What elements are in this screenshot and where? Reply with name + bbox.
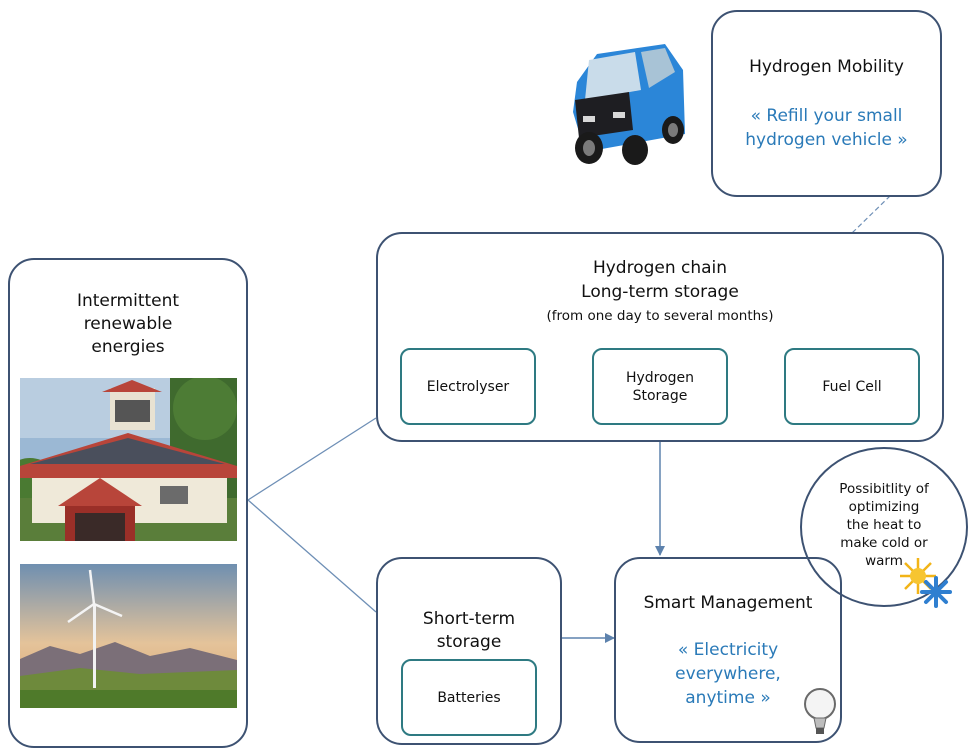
mobility-box — [711, 10, 942, 197]
link-renewables-to-short-term — [247, 499, 377, 613]
heat-optimization-text: Possibitlity of optimizing the heat to m… — [839, 481, 929, 569]
wind-turbine-image — [20, 564, 237, 708]
smart-management-tagline: « Electricity everywhere, anytime » — [675, 640, 781, 708]
sun-snowflake-icon — [898, 556, 954, 608]
hydrogen-storage-box: Hydrogen Storage — [592, 348, 728, 425]
solar-house-image — [20, 378, 237, 541]
smart-management-box — [614, 557, 842, 743]
smart-management-title: Smart Management — [643, 593, 813, 613]
batteries-box: Batteries — [401, 659, 537, 736]
mobility-title: Hydrogen Mobility — [749, 57, 904, 77]
renewables-title: Intermittent renewable energies — [76, 291, 180, 357]
mobility-tagline: « Refill your small hydrogen vehicle » — [745, 106, 908, 150]
electrolyser-box: Electrolyser — [400, 348, 536, 425]
link-renewables-to-hydrogen — [247, 417, 377, 501]
light-bulb-icon — [798, 684, 844, 740]
hydrogen-chain-title: Hydrogen chain — [592, 258, 728, 278]
hydrogen-chain-subtitle: Long-term storage — [581, 282, 739, 302]
fuel-cell-box: Fuel Cell — [784, 348, 920, 425]
heat-optimization-circle — [800, 447, 968, 607]
short-term-title: Short-term storage — [422, 609, 516, 652]
hydrogen-vehicle-image — [557, 30, 699, 168]
hydrogen-chain-note: (from one day to several months) — [546, 308, 774, 324]
